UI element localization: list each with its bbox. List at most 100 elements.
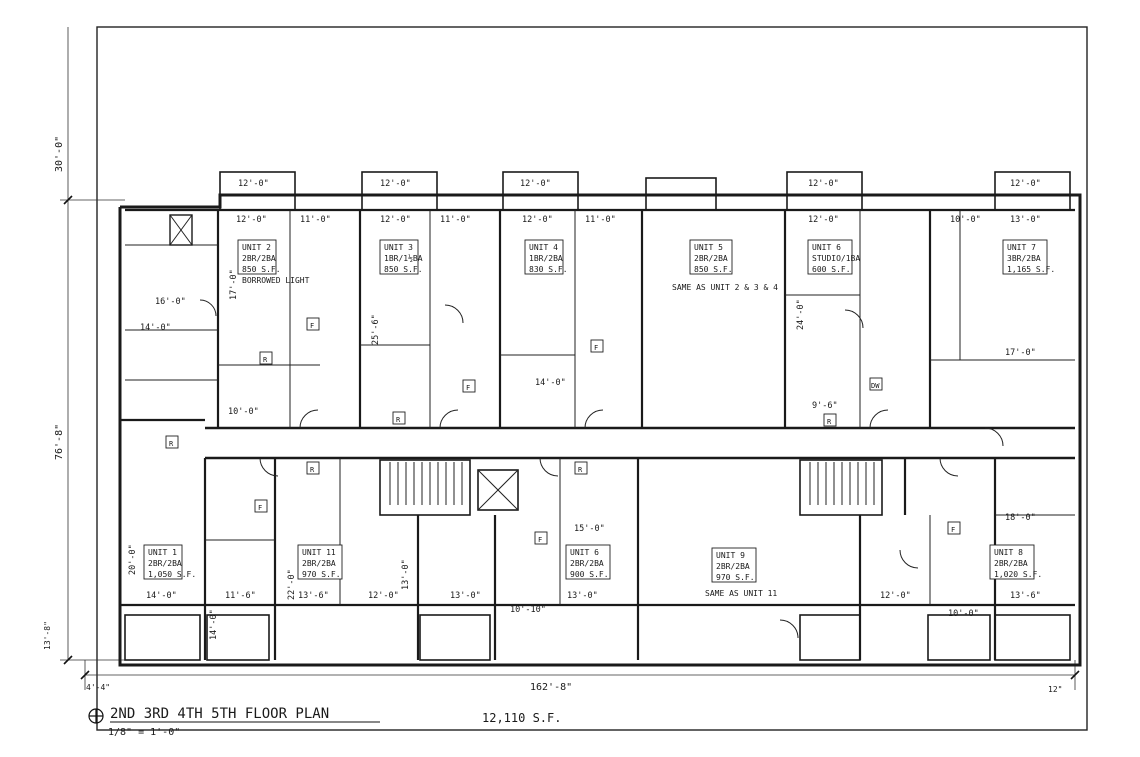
- svg-text:600 S.F.: 600 S.F.: [812, 265, 851, 274]
- unit-2-label: UNIT 2 2BR/2BA 850 S.F. BORROWED LIGHT: [237, 239, 310, 285]
- svg-text:3BR/2BA: 3BR/2BA: [1007, 254, 1041, 263]
- fridge-label: R: [827, 418, 832, 426]
- svg-text:13'-6": 13'-6": [298, 591, 329, 601]
- svg-text:UNIT 4: UNIT 4: [529, 243, 558, 252]
- svg-text:16'-0": 16'-0": [155, 297, 186, 307]
- top-setback-label: 30'-0": [54, 136, 65, 172]
- svg-text:11'-6": 11'-6": [225, 591, 256, 601]
- stair-right: [799, 459, 883, 516]
- svg-text:2BR/2BA: 2BR/2BA: [570, 559, 604, 568]
- overall-dimensions: 162'-8" 76'-8" 30'-0" 4'-4" 12" 13'-8": [43, 136, 1062, 694]
- svg-text:UNIT 2: UNIT 2: [242, 243, 271, 252]
- svg-text:11'-0": 11'-0": [440, 215, 471, 225]
- svg-text:12'-0": 12'-0": [238, 179, 269, 189]
- bottom-strip-label: 13'-8": [43, 621, 52, 650]
- svg-text:10'-0": 10'-0": [228, 407, 259, 417]
- svg-text:18'-0": 18'-0": [1005, 513, 1036, 523]
- svg-text:2BR/2BA: 2BR/2BA: [994, 559, 1028, 568]
- svg-text:12'-0": 12'-0": [368, 591, 399, 601]
- svg-text:UNIT 6: UNIT 6: [812, 243, 841, 252]
- dimension-lines: [60, 27, 1080, 690]
- svg-text:9'-6": 9'-6": [812, 401, 838, 411]
- svg-text:STUDIO/1BA: STUDIO/1BA: [812, 254, 860, 263]
- svg-text:1BR/2BA: 1BR/2BA: [529, 254, 563, 263]
- party-walls: [120, 210, 1075, 660]
- fridge-label: R: [310, 466, 315, 474]
- dimension-labels: 12'-0" 12'-0" 12'-0" 12'-0" 12'-0" 12'-0…: [128, 179, 1041, 640]
- svg-text:12'-0": 12'-0": [808, 179, 839, 189]
- svg-text:10'-10": 10'-10": [510, 605, 546, 615]
- svg-text:2BR/2BA: 2BR/2BA: [716, 562, 750, 571]
- svg-text:SAME AS UNIT 2 & 3 & 4: SAME AS UNIT 2 & 3 & 4: [672, 283, 778, 292]
- furnace-label: F: [466, 384, 470, 392]
- svg-text:10'-0": 10'-0": [950, 215, 981, 225]
- svg-text:970 S.F.: 970 S.F.: [302, 570, 341, 579]
- svg-text:1BR/1½BA: 1BR/1½BA: [384, 253, 423, 263]
- svg-text:2BR/2BA: 2BR/2BA: [694, 254, 728, 263]
- furnace-label: F: [951, 526, 955, 534]
- svg-text:UNIT 9: UNIT 9: [716, 551, 745, 560]
- svg-text:900 S.F.: 900 S.F.: [570, 570, 609, 579]
- svg-text:12'-0": 12'-0": [236, 215, 267, 225]
- svg-text:12'-0": 12'-0": [380, 179, 411, 189]
- svg-text:830 S.F.: 830 S.F.: [529, 265, 568, 274]
- svg-text:970 S.F.: 970 S.F.: [716, 573, 755, 582]
- overall-width-label: 162'-8": [530, 682, 572, 693]
- title-block: 2ND 3RD 4TH 5TH FLOOR PLAN 1/8" = 1'-0" …: [88, 706, 561, 738]
- plan-title: 2ND 3RD 4TH 5TH FLOOR PLAN: [110, 706, 329, 722]
- svg-text:UNIT 8: UNIT 8: [994, 548, 1023, 557]
- svg-text:UNIT 5: UNIT 5: [694, 243, 723, 252]
- svg-text:20'-0": 20'-0": [128, 544, 138, 575]
- unit-6b-label: UNIT 6 2BR/2BA 900 S.F.: [565, 544, 611, 580]
- svg-text:17'-0": 17'-0": [1005, 348, 1036, 358]
- svg-text:850 S.F.: 850 S.F.: [242, 265, 281, 274]
- svg-text:12'-0": 12'-0": [1010, 179, 1041, 189]
- svg-text:UNIT 1: UNIT 1: [148, 548, 177, 557]
- plan-area: 12,110 S.F.: [482, 711, 561, 725]
- svg-text:1,050 S.F.: 1,050 S.F.: [148, 570, 196, 579]
- overall-depth-label: 76'-8": [54, 424, 65, 460]
- svg-text:22'-0": 22'-0": [287, 569, 297, 600]
- fridge-label: R: [263, 356, 268, 364]
- svg-text:2BR/2BA: 2BR/2BA: [242, 254, 276, 263]
- svg-text:11'-0": 11'-0": [585, 215, 616, 225]
- svg-text:17'-0": 17'-0": [229, 269, 239, 300]
- unit-6-label: UNIT 6 STUDIO/1BA 600 S.F.: [807, 239, 860, 275]
- svg-text:12'-0": 12'-0": [880, 591, 911, 601]
- left-offset-label: 4'-4": [86, 683, 110, 692]
- svg-text:10'-0": 10'-0": [948, 609, 979, 619]
- svg-text:SAME AS UNIT 11: SAME AS UNIT 11: [705, 589, 777, 598]
- svg-text:UNIT 7: UNIT 7: [1007, 243, 1036, 252]
- svg-text:14'-0": 14'-0": [535, 378, 566, 388]
- furnace-label: F: [538, 536, 542, 544]
- svg-text:850 S.F.: 850 S.F.: [384, 265, 423, 274]
- svg-text:13'-0": 13'-0": [450, 591, 481, 601]
- furnace-label: F: [310, 322, 314, 330]
- svg-text:12'-0": 12'-0": [520, 179, 551, 189]
- fridge-label: R: [169, 440, 174, 448]
- svg-text:14'-0": 14'-0": [140, 323, 171, 333]
- unit-9-label: UNIT 9 2BR/2BA 970 S.F. SAME AS UNIT 11: [705, 547, 777, 598]
- unit-labels: UNIT 1 2BR/2BA 1,050 S.F. UNIT 2 2BR/2BA 850…: [143, 239, 1055, 598]
- elevator: [477, 469, 519, 511]
- fixture-labels: R R F R F F R R R F F F DW: [169, 322, 955, 544]
- plan-scale: 1/8" = 1'-0": [108, 727, 180, 738]
- svg-text:14'-0": 14'-0": [209, 609, 219, 640]
- svg-text:13'-0": 13'-0": [401, 559, 411, 590]
- svg-text:12'-0": 12'-0": [808, 215, 839, 225]
- svg-text:UNIT 6: UNIT 6: [570, 548, 599, 557]
- svg-text:2BR/2BA: 2BR/2BA: [148, 559, 182, 568]
- svg-text:13'-0": 13'-0": [1010, 215, 1041, 225]
- interior-walls: [125, 210, 1075, 605]
- svg-text:BORROWED LIGHT: BORROWED LIGHT: [242, 276, 310, 285]
- stair-left: [379, 459, 471, 516]
- fridge-label: R: [578, 466, 583, 474]
- svg-text:13'-6": 13'-6": [1010, 591, 1041, 601]
- fixtures: [165, 317, 961, 545]
- unit-4-label: UNIT 4 1BR/2BA 830 S.F.: [524, 239, 568, 275]
